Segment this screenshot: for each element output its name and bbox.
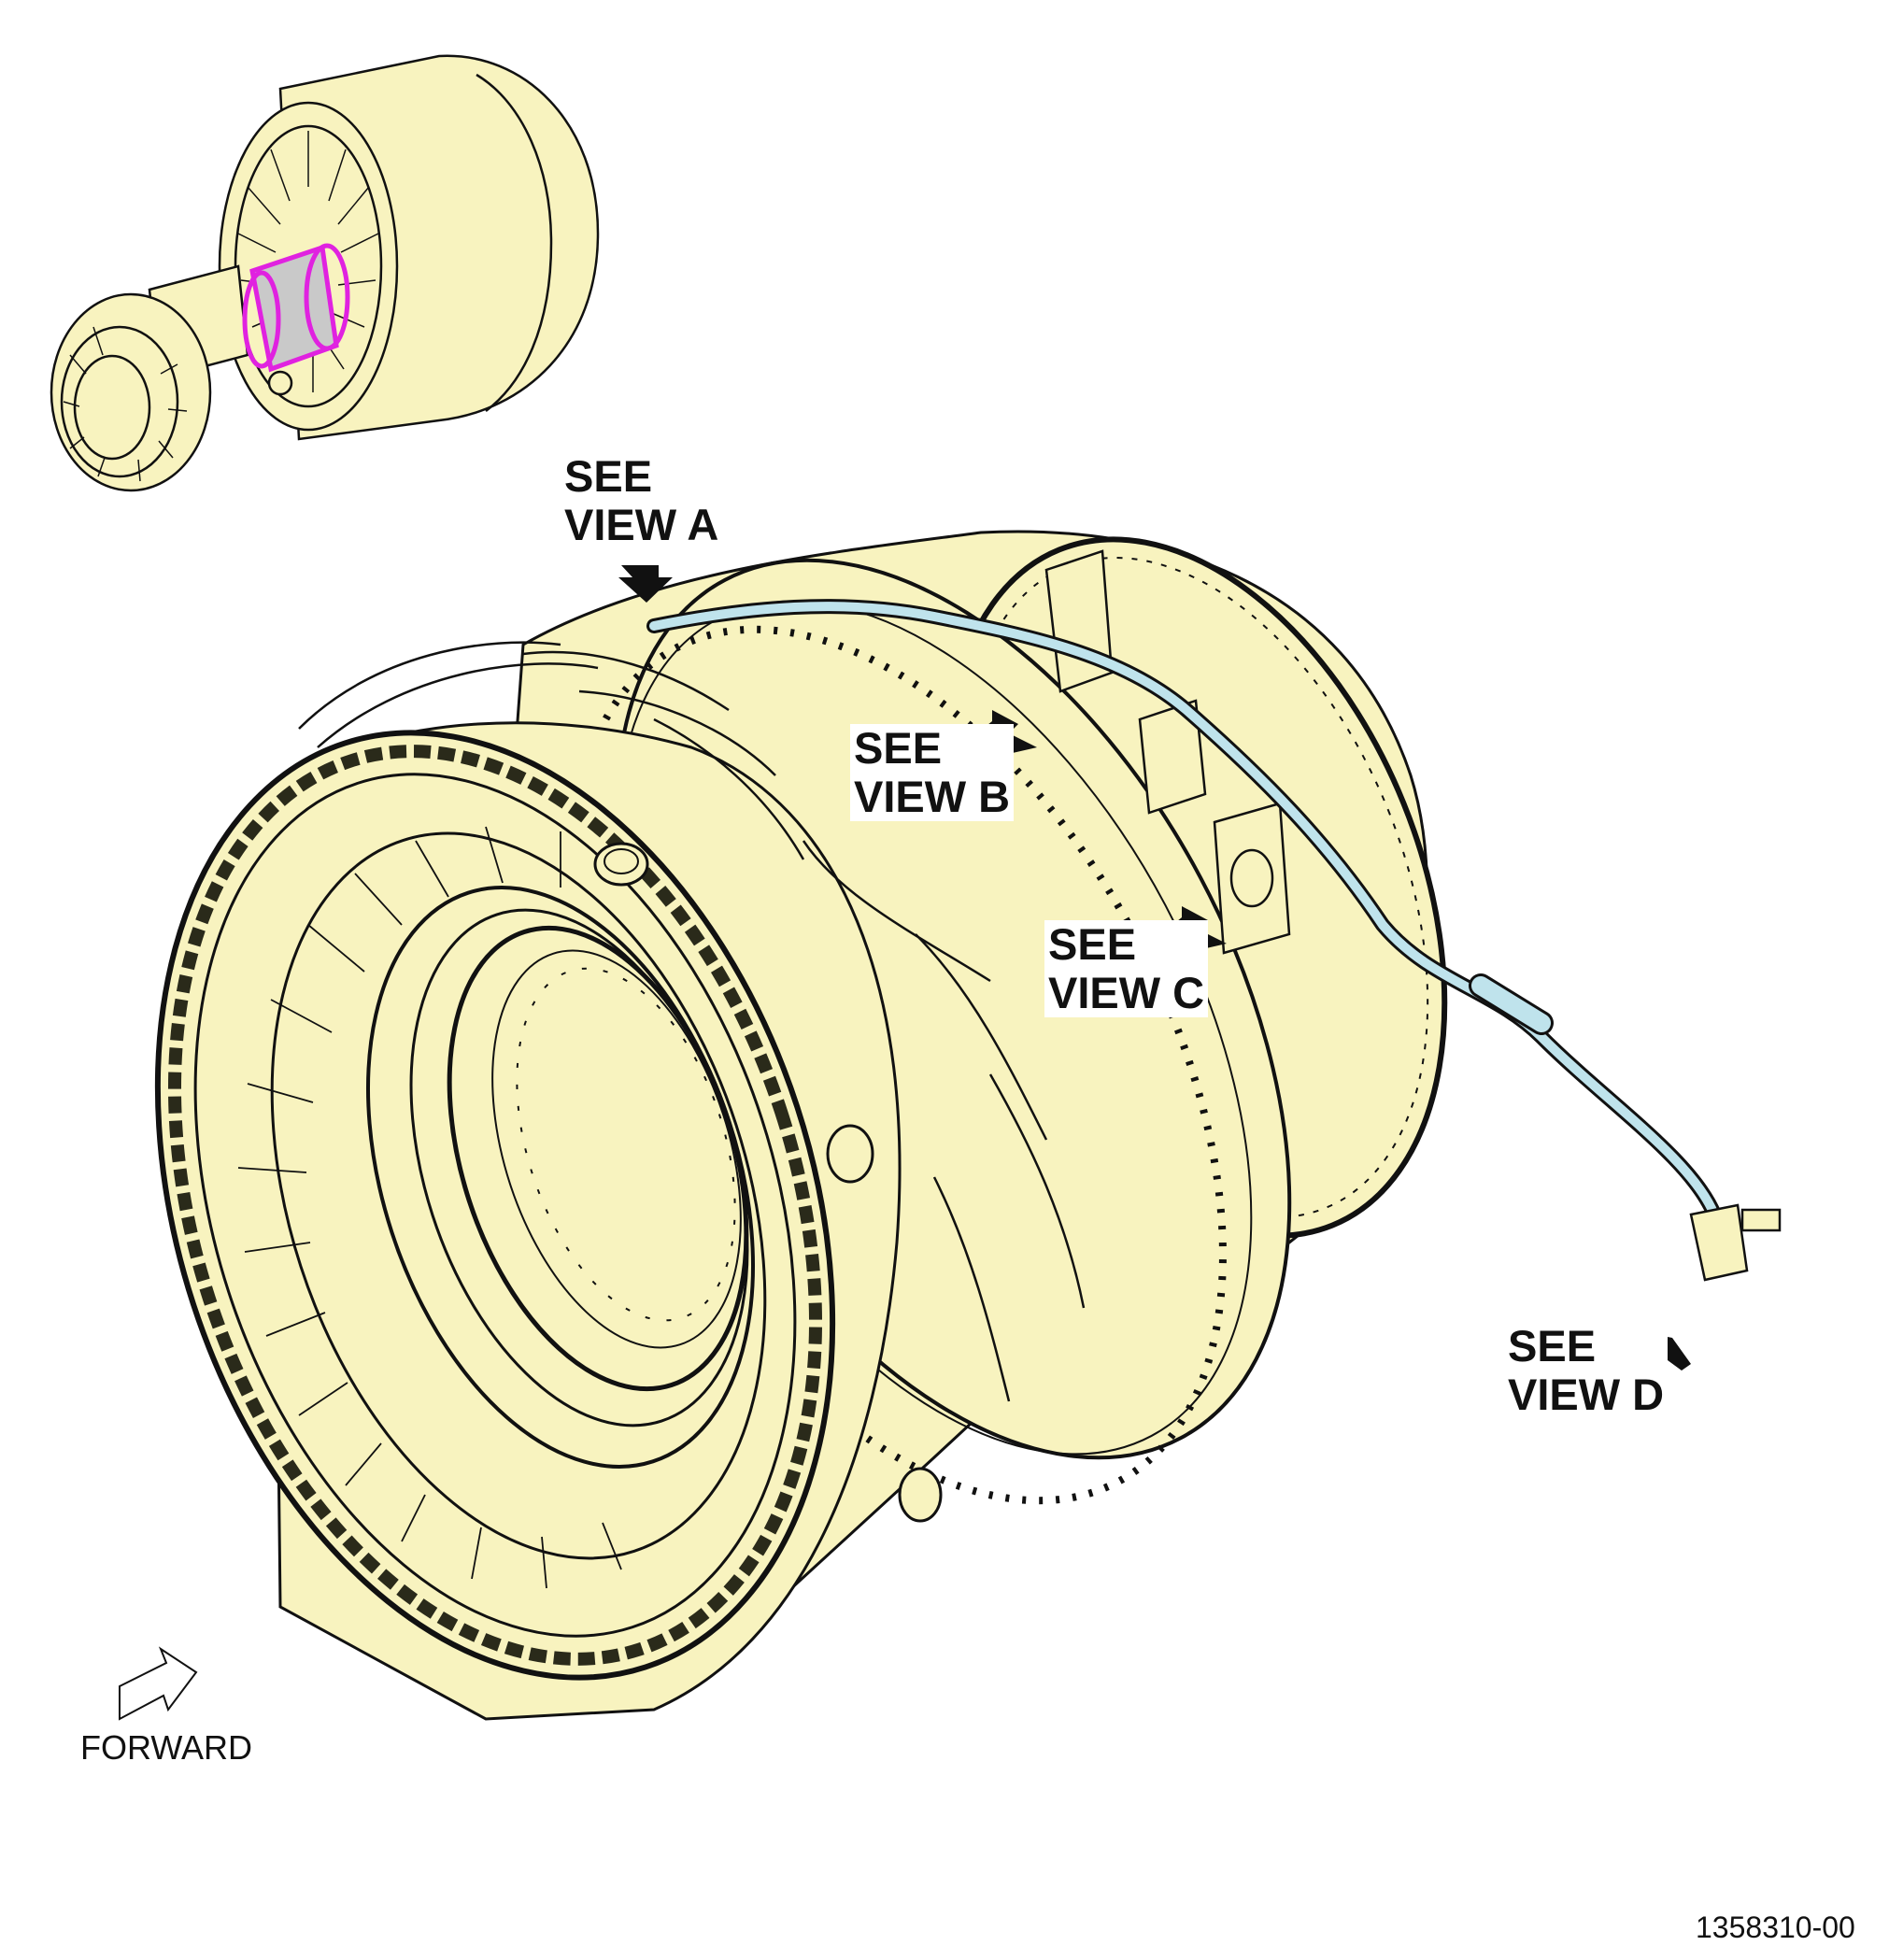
callout-view-a: SEE VIEW A — [561, 451, 723, 549]
locator-inset — [50, 54, 600, 492]
callout-view-d: SEE VIEW D — [1504, 1321, 1669, 1419]
callout-view-b-line1: SEE — [854, 723, 943, 773]
callout-view-c-line1: SEE — [1048, 919, 1137, 969]
callout-view-a-line2: VIEW A — [564, 500, 719, 549]
callout-view-b-line2: VIEW B — [854, 772, 1011, 821]
callout-view-d-line1: SEE — [1508, 1321, 1597, 1371]
callout-view-d-line2: VIEW D — [1508, 1370, 1665, 1419]
forward-arrow-icon — [119, 1646, 198, 1721]
callout-view-b: SEE VIEW B — [850, 723, 1015, 821]
callout-view-c-line2: VIEW C — [1048, 968, 1205, 1017]
figure-number: 1358310-00 — [1696, 1910, 1855, 1944]
callout-view-c: SEE VIEW C — [1044, 919, 1209, 1017]
forward-label: FORWARD — [80, 1728, 252, 1767]
callout-view-a-line1: SEE — [564, 451, 653, 501]
engine-main — [154, 530, 1448, 1721]
highlighted-tube — [646, 599, 1782, 1282]
